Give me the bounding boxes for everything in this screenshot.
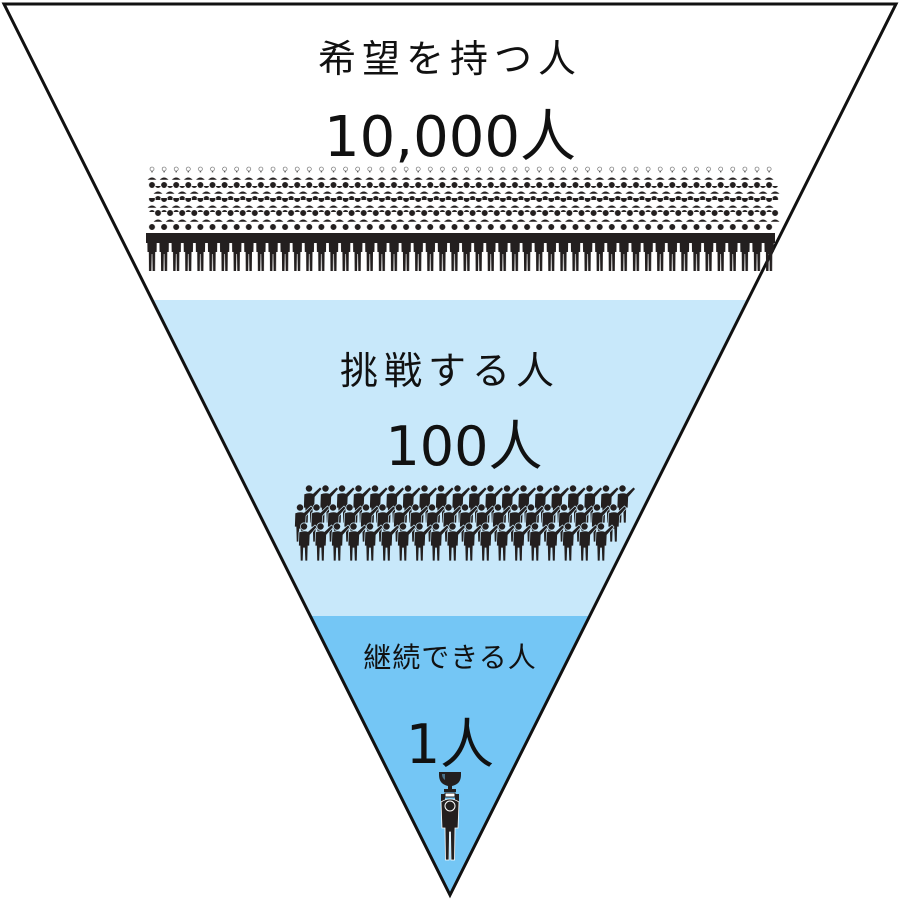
crowd-with-lightbulbs-icon — [146, 166, 781, 272]
tier-2-count: 100人 — [385, 415, 543, 478]
tier-3-count: 1人 — [405, 713, 495, 776]
tier-2-title: 挑戦する人 — [339, 349, 560, 393]
tier-1-title: 希望を持つ人 — [317, 37, 582, 81]
person-holding-trophy-icon — [439, 772, 461, 861]
tier-3-title: 継続できる人 — [363, 641, 537, 674]
tier-1-count: 10,000人 — [324, 105, 576, 170]
